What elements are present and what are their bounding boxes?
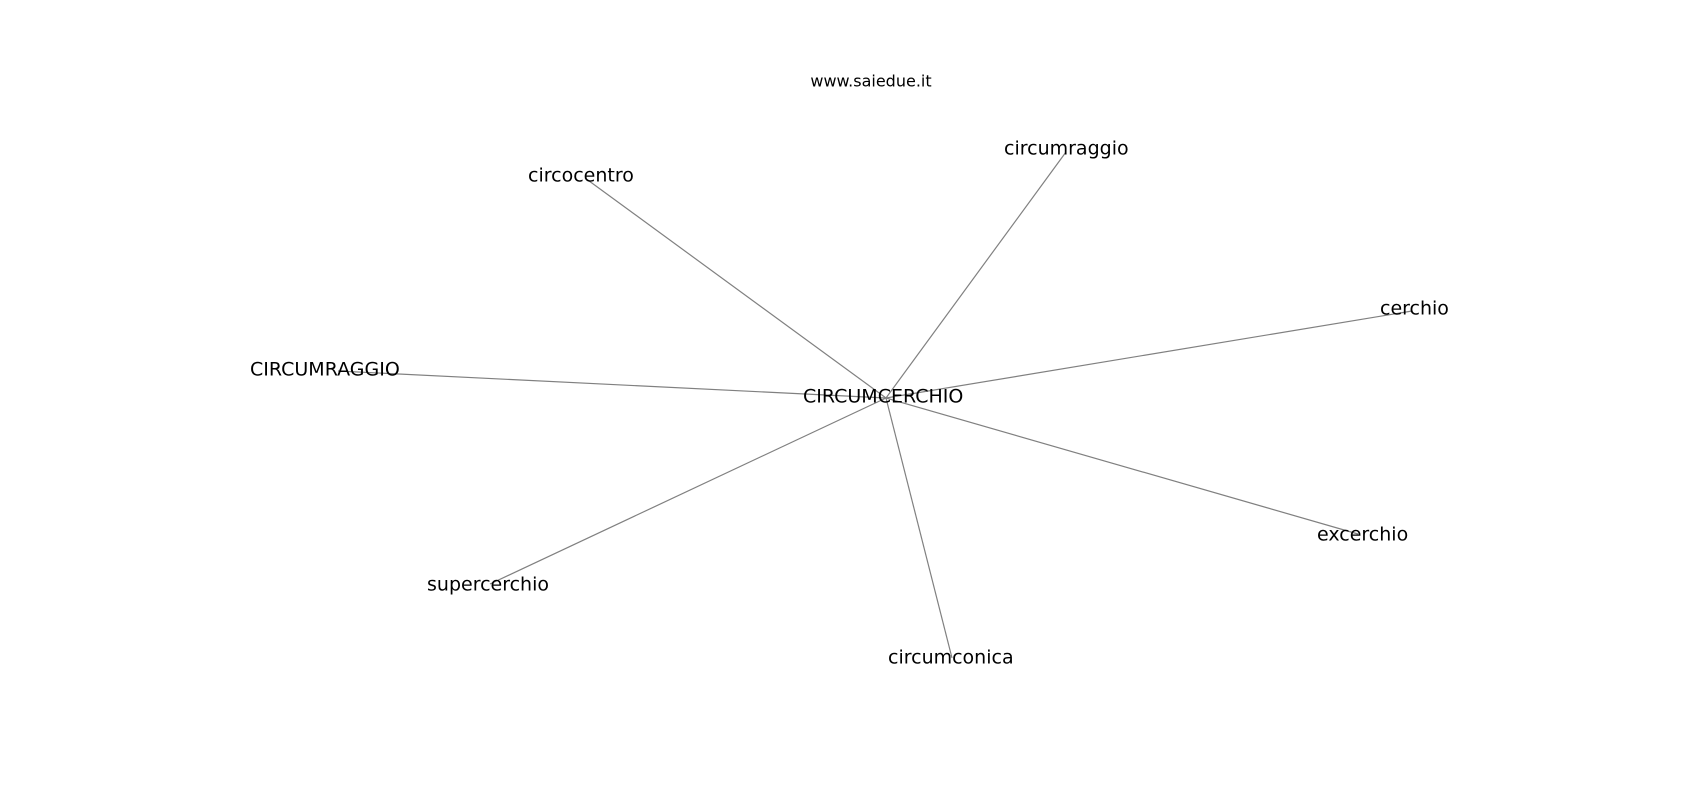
node-label-supercerchio: supercerchio — [427, 574, 549, 596]
edge-excerchio — [885, 397, 1359, 535]
node-label-circumconica: circumconica — [888, 647, 1014, 669]
edge-cerchio — [885, 310, 1413, 399]
edge-circocentro — [584, 177, 887, 399]
center-node-label: CIRCUMCERCHIO — [803, 386, 963, 408]
edge-supercerchio — [489, 397, 887, 585]
edge-circumraggio — [885, 151, 1067, 399]
labels-group: circocentro circumraggio cerchio CIRCUMR… — [250, 138, 1449, 669]
node-label-circumraggio: circumraggio — [1004, 138, 1129, 160]
site-watermark: www.saiedue.it — [810, 72, 931, 91]
edges-group — [337, 151, 1413, 659]
node-label-circocentro: circocentro — [528, 165, 634, 187]
edge-circumraggio-upper — [337, 370, 887, 399]
node-label-excerchio: excerchio — [1317, 524, 1408, 546]
node-label-circumraggio-upper: CIRCUMRAGGIO — [250, 359, 400, 381]
edge-circumconica — [885, 397, 953, 659]
node-label-cerchio: cerchio — [1380, 298, 1449, 320]
